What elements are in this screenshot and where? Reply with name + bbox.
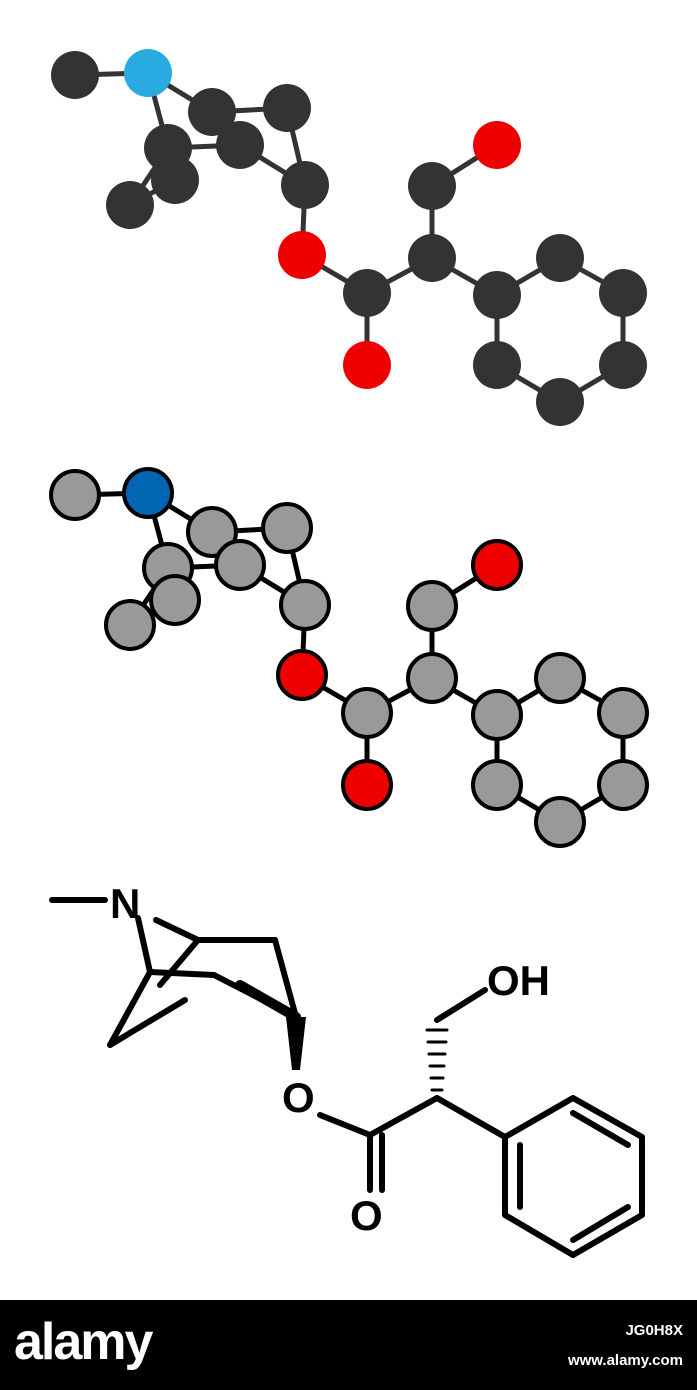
grey-model-carbon-atom	[261, 502, 313, 554]
grey-model-oxygen-atom	[341, 759, 393, 811]
grey-model-carbon-atom	[471, 759, 523, 811]
brand-logo: alamy	[14, 1313, 153, 1371]
dark-model-carbon-atom	[106, 181, 154, 229]
grey-model-carbon-atom	[104, 599, 156, 651]
dark-model-carbon-atom	[51, 51, 99, 99]
dark-model-oxygen-atom	[473, 121, 521, 169]
dark-model-carbon-atom	[343, 269, 391, 317]
dark-model-carbon-atom	[188, 88, 236, 136]
carbonyl-oxygen-label: O	[350, 1192, 383, 1239]
grey-model-nitrogen-atom	[122, 467, 174, 519]
dark-model-carbon-atom	[599, 269, 647, 317]
ball-model-grey	[49, 467, 649, 848]
nitrogen-label: N	[110, 880, 140, 927]
hydroxyl-label: OH	[487, 957, 550, 1004]
grey-model-carbon-atom	[406, 580, 458, 632]
dark-model-nitrogen-atom	[124, 49, 172, 97]
dark-model-carbon-atom	[408, 162, 456, 210]
ester-oxygen-label: O	[282, 1074, 315, 1121]
dark-model-carbon-atom	[151, 156, 199, 204]
grey-model-carbon-atom	[149, 574, 201, 626]
skeletal-labels: N OH O O	[110, 880, 550, 1239]
grey-model-carbon-atom	[534, 796, 586, 848]
dark-model-carbon-atom	[216, 121, 264, 169]
dark-model-carbon-atom	[536, 234, 584, 282]
site-url: www.alamy.com	[567, 1352, 683, 1369]
footer-bar: alamy JG0H8X www.alamy.com	[0, 1300, 697, 1390]
grey-model-oxygen-atom	[471, 539, 523, 591]
grey-model-carbon-atom	[471, 689, 523, 741]
dark-model-carbon-atom	[473, 341, 521, 389]
dark-model-carbon-atom	[599, 341, 647, 389]
dark-model-carbon-atom	[263, 84, 311, 132]
dark-model-carbon-atom	[281, 161, 329, 209]
grey-model-carbon-atom	[406, 652, 458, 704]
skeletal-formula	[49, 897, 645, 1258]
grey-model-carbon-atom	[49, 469, 101, 521]
dark-model-oxygen-atom	[278, 231, 326, 279]
grey-model-carbon-atom	[597, 759, 649, 811]
grey-model-carbon-atom	[534, 652, 586, 704]
dark-model-carbon-atom	[408, 234, 456, 282]
grey-model-oxygen-atom	[276, 649, 328, 701]
grey-model-carbon-atom	[279, 579, 331, 631]
ball-model-dark	[51, 49, 647, 426]
grey-model-carbon-atom	[341, 687, 393, 739]
image-id: JG0H8X	[625, 1322, 683, 1339]
dark-model-carbon-atom	[473, 271, 521, 319]
grey-model-carbon-atom	[214, 539, 266, 591]
molecule-illustration: N OH O O	[49, 49, 649, 1258]
grey-model-carbon-atom	[597, 687, 649, 739]
dark-model-oxygen-atom	[343, 341, 391, 389]
grey-model-carbon-atom	[186, 506, 238, 558]
dark-model-carbon-atom	[536, 378, 584, 426]
